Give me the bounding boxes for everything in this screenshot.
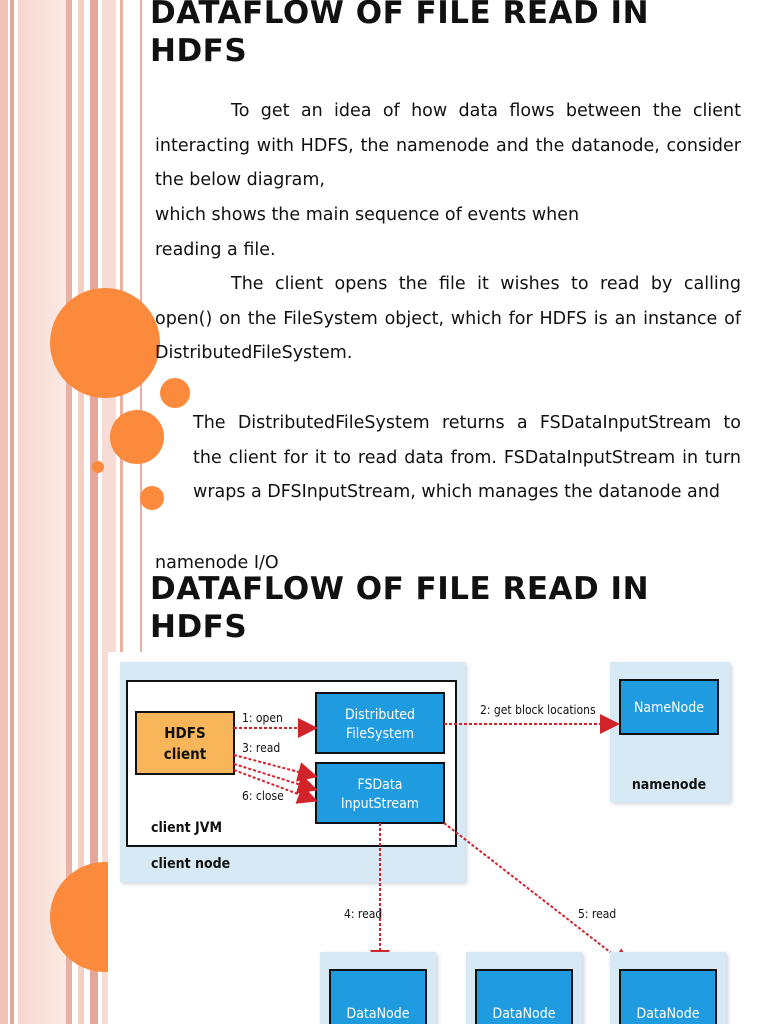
distributed-filesystem-box <box>315 692 445 754</box>
datanode-label-2: DataNode <box>493 1006 556 1022</box>
paragraph-intro: To get an idea of how data flows between… <box>155 101 741 190</box>
line-reading-file: reading a file. <box>155 240 276 260</box>
datanode-label-1: DataNode <box>347 1006 410 1022</box>
hdfs-client-box <box>135 711 235 775</box>
section-title: DATAFLOW OF FILE READ IN HDFS <box>150 571 650 645</box>
step-get-block-label: 2: get block locations <box>480 703 596 717</box>
client-node-label: client node <box>151 856 230 872</box>
left-decorative-border <box>0 0 150 1024</box>
decor-circle-large <box>50 288 160 398</box>
decor-circle-small-2 <box>140 486 164 510</box>
hdfs-read-diagram: HDFS client Distributed FileSystem FSDat… <box>108 652 768 1024</box>
distributed-filesystem-label-1: Distributed <box>345 707 415 723</box>
fsdata-inputstream-label-2: InputStream <box>341 796 419 812</box>
line-namenode-io: namenode I/O <box>155 553 279 573</box>
hdfs-client-label-1: HDFS <box>164 724 205 742</box>
namenode-box <box>619 679 719 735</box>
distributed-filesystem-label-2: FileSystem <box>346 726 414 742</box>
step-open-label: 1: open <box>242 711 283 725</box>
arrow-close <box>233 769 318 804</box>
step-close-label: 6: close <box>242 789 284 803</box>
paragraph-fsdatainputstream: The DistributedFileSystem returns a FSDa… <box>193 413 741 502</box>
decor-circle-small <box>160 378 190 408</box>
page-title: DATAFLOW OF FILE READ IN HDFS <box>150 0 650 69</box>
datanode-box-1 <box>329 969 427 1024</box>
step-read-label: 3: read <box>242 741 280 755</box>
decor-circle-medium <box>110 410 164 464</box>
line-sequence-events: which shows the main sequence of events … <box>155 205 580 225</box>
hdfs-client-label-2: client <box>164 745 207 763</box>
decor-circle-tiny <box>92 461 104 473</box>
step-read-4-label: 4: read <box>344 907 382 921</box>
namenode-box-label: NameNode <box>634 700 704 716</box>
step-read-5-label: 5: read <box>578 907 616 921</box>
paragraph-open-file: The client opens the file it wishes to r… <box>155 274 741 363</box>
datanode-label-3: DataNode <box>637 1006 700 1022</box>
namenode-label: namenode <box>632 777 706 793</box>
datanode-box-3 <box>619 969 717 1024</box>
fsdata-inputstream-label-1: FSData <box>357 777 402 793</box>
client-jvm-label: client JVM <box>151 820 222 836</box>
datanode-box-2 <box>475 969 573 1024</box>
arrow-read-2 <box>233 763 318 794</box>
fsdata-inputstream-box <box>315 762 445 824</box>
arrow-read-1 <box>233 754 318 782</box>
arrow-read-datanode-3 <box>443 822 632 969</box>
